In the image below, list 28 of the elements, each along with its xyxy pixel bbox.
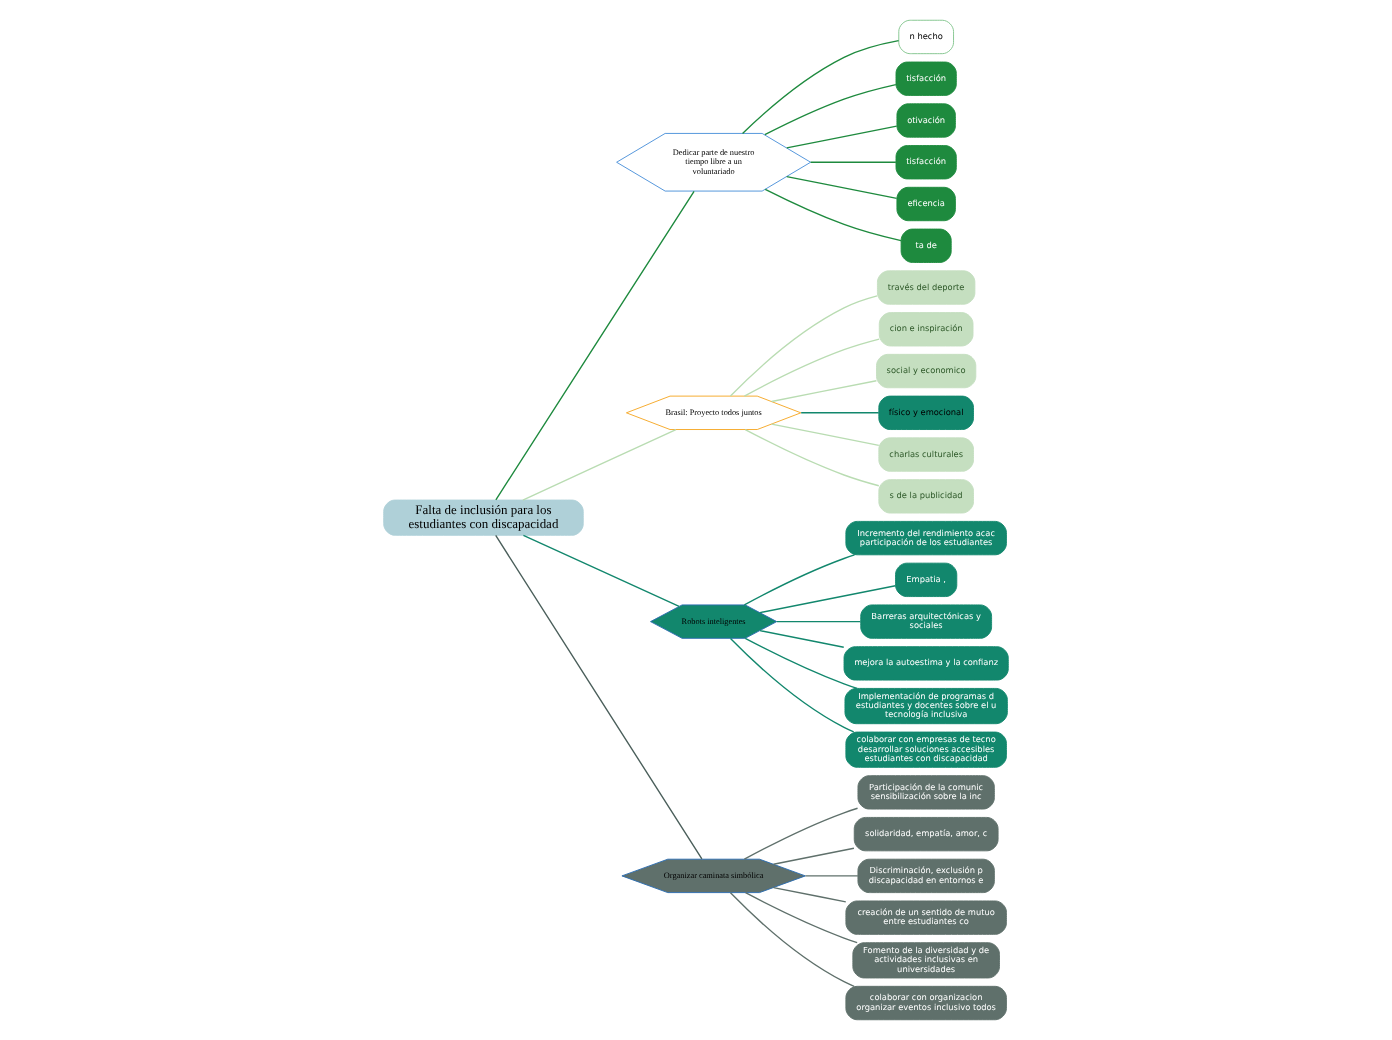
- connector: [764, 83, 897, 136]
- connector: [770, 380, 878, 403]
- connector: [772, 886, 847, 903]
- connector: [759, 585, 897, 614]
- connector: [764, 188, 902, 242]
- connector: [744, 428, 880, 487]
- connector: [804, 875, 859, 877]
- connector: [495, 190, 695, 501]
- connector: [495, 534, 703, 860]
- connector: [741, 39, 900, 135]
- connector: [522, 534, 680, 607]
- connector: [729, 295, 878, 397]
- connector: [744, 892, 858, 944]
- connector: [772, 847, 855, 865]
- connector: [729, 637, 855, 733]
- connector: [744, 637, 858, 690]
- connector: [759, 629, 845, 648]
- connector: [743, 338, 880, 397]
- connector: [729, 892, 855, 987]
- connector: [786, 175, 898, 200]
- connector: [522, 429, 677, 501]
- connector: [786, 125, 898, 149]
- connector: [743, 554, 856, 606]
- connector: [770, 423, 880, 447]
- connector: [800, 412, 880, 414]
- connector: [809, 161, 897, 163]
- connector: [743, 807, 859, 860]
- connector: [776, 620, 862, 623]
